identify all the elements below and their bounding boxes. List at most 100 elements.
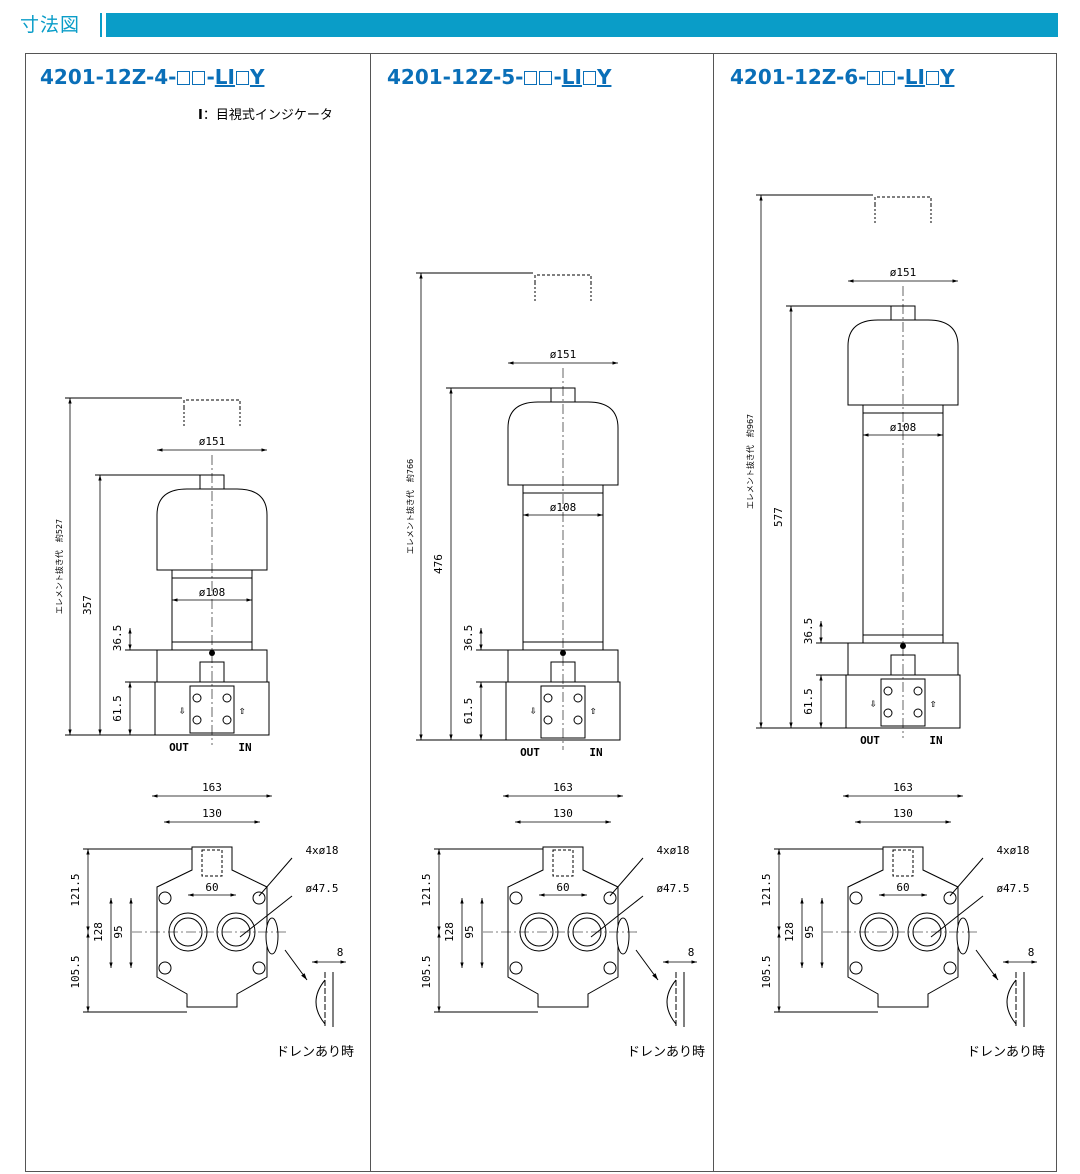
drain-note: ドレンあり時: [276, 1045, 354, 1060]
section-title: 寸法図: [20, 14, 81, 36]
drain-detail: [315, 979, 326, 1025]
in-arrow-icon: ⇧: [930, 697, 937, 710]
drain-port: [956, 917, 970, 955]
line: [930, 895, 984, 938]
in-label: IN: [929, 734, 942, 747]
mount-hole: [509, 961, 523, 975]
indicator-outline: [201, 849, 223, 877]
mount-hole: [509, 891, 523, 905]
holes-label: 4xø18: [656, 844, 689, 857]
mount-hole: [943, 891, 957, 905]
indicator-note: I：目視式インジケータ: [198, 108, 333, 123]
drain-port: [265, 917, 279, 955]
dimension-label: ø108: [550, 501, 577, 514]
dimension-label: 163: [202, 781, 222, 794]
indicator-outline: [892, 849, 914, 877]
out-arrow-icon: ⇩: [179, 704, 186, 717]
line: [975, 949, 999, 981]
port-label: ø47.5: [996, 882, 1029, 895]
dim-128: 128: [92, 922, 105, 942]
dimension-label: 60: [556, 881, 569, 894]
dim-36-5: 36.5: [802, 618, 815, 645]
out-arrow-icon: ⇩: [530, 704, 537, 717]
mount-hole: [603, 961, 617, 975]
dim-61-5: 61.5: [111, 695, 124, 722]
head-outline: [507, 846, 619, 1008]
drain-note: ドレンあり時: [967, 1045, 1045, 1060]
bolt-hole: [573, 693, 583, 703]
in-arrow-icon: ⇧: [590, 704, 597, 717]
in-label: IN: [589, 746, 602, 759]
dimension-label: 8: [1028, 946, 1035, 959]
bolt-hole: [913, 686, 923, 696]
mount-hole: [603, 891, 617, 905]
dimension-label: 8: [688, 946, 695, 959]
bolt-hole: [573, 715, 583, 725]
in-label: IN: [238, 741, 251, 754]
line: [590, 895, 644, 938]
dim-95: 95: [463, 925, 476, 938]
dim-105-5: 105.5: [420, 955, 433, 988]
mount-hole: [943, 961, 957, 975]
dimension-label: 130: [553, 807, 573, 820]
dim-36-5: 36.5: [462, 625, 475, 652]
removal-ghost: [874, 196, 932, 205]
mount-hole: [252, 891, 266, 905]
bolt-hole: [883, 708, 893, 718]
dimension-label: ø151: [199, 435, 226, 448]
head-outline: [156, 846, 268, 1008]
head-outline: [847, 846, 959, 1008]
bolt-hole: [543, 715, 553, 725]
dimension-label: ø151: [550, 348, 577, 361]
column-divider: [713, 53, 714, 1172]
dimension-label: 130: [202, 807, 222, 820]
dimension-label: ø108: [199, 586, 226, 599]
dim-128: 128: [443, 922, 456, 942]
out-label: OUT: [169, 741, 189, 754]
dim-95: 95: [803, 925, 816, 938]
mount-hole: [158, 961, 172, 975]
dim-36-5: 36.5: [111, 625, 124, 652]
removal-ghost: [534, 274, 592, 283]
out-arrow-icon: ⇩: [870, 697, 877, 710]
dimension-label: 130: [893, 807, 913, 820]
removal-label: エレメント抜き代 約967: [745, 414, 755, 509]
removal-label: エレメント抜き代 約527: [54, 519, 64, 614]
indicator-outline: [552, 849, 574, 877]
height-label: 357: [81, 595, 94, 615]
bolt-hole: [883, 686, 893, 696]
out-label: OUT: [520, 746, 540, 759]
port-label: ø47.5: [656, 882, 689, 895]
dim-95: 95: [112, 925, 125, 938]
dim-105-5: 105.5: [760, 955, 773, 988]
line: [239, 895, 293, 938]
dimension-label: 163: [553, 781, 573, 794]
bolt-hole: [913, 708, 923, 718]
bolt-hole: [192, 715, 202, 725]
dim-128: 128: [783, 922, 796, 942]
dim-61-5: 61.5: [462, 698, 475, 725]
bolt-hole: [222, 693, 232, 703]
holes-label: 4xø18: [305, 844, 338, 857]
dim-121-5: 121.5: [420, 873, 433, 906]
section-header: 寸法図: [0, 0, 1080, 52]
bolt-hole: [222, 715, 232, 725]
removal-label: エレメント抜き代 約766: [405, 459, 415, 554]
dimension-label: 8: [337, 946, 344, 959]
drawing-frame: [25, 53, 1057, 1172]
header-bar: [100, 13, 1058, 37]
dim-121-5: 121.5: [69, 873, 82, 906]
height-label: 577: [772, 507, 785, 527]
in-arrow-icon: ⇧: [239, 704, 246, 717]
dimension-label: ø151: [890, 266, 917, 279]
holes-label: 4xø18: [996, 844, 1029, 857]
line: [284, 949, 308, 981]
